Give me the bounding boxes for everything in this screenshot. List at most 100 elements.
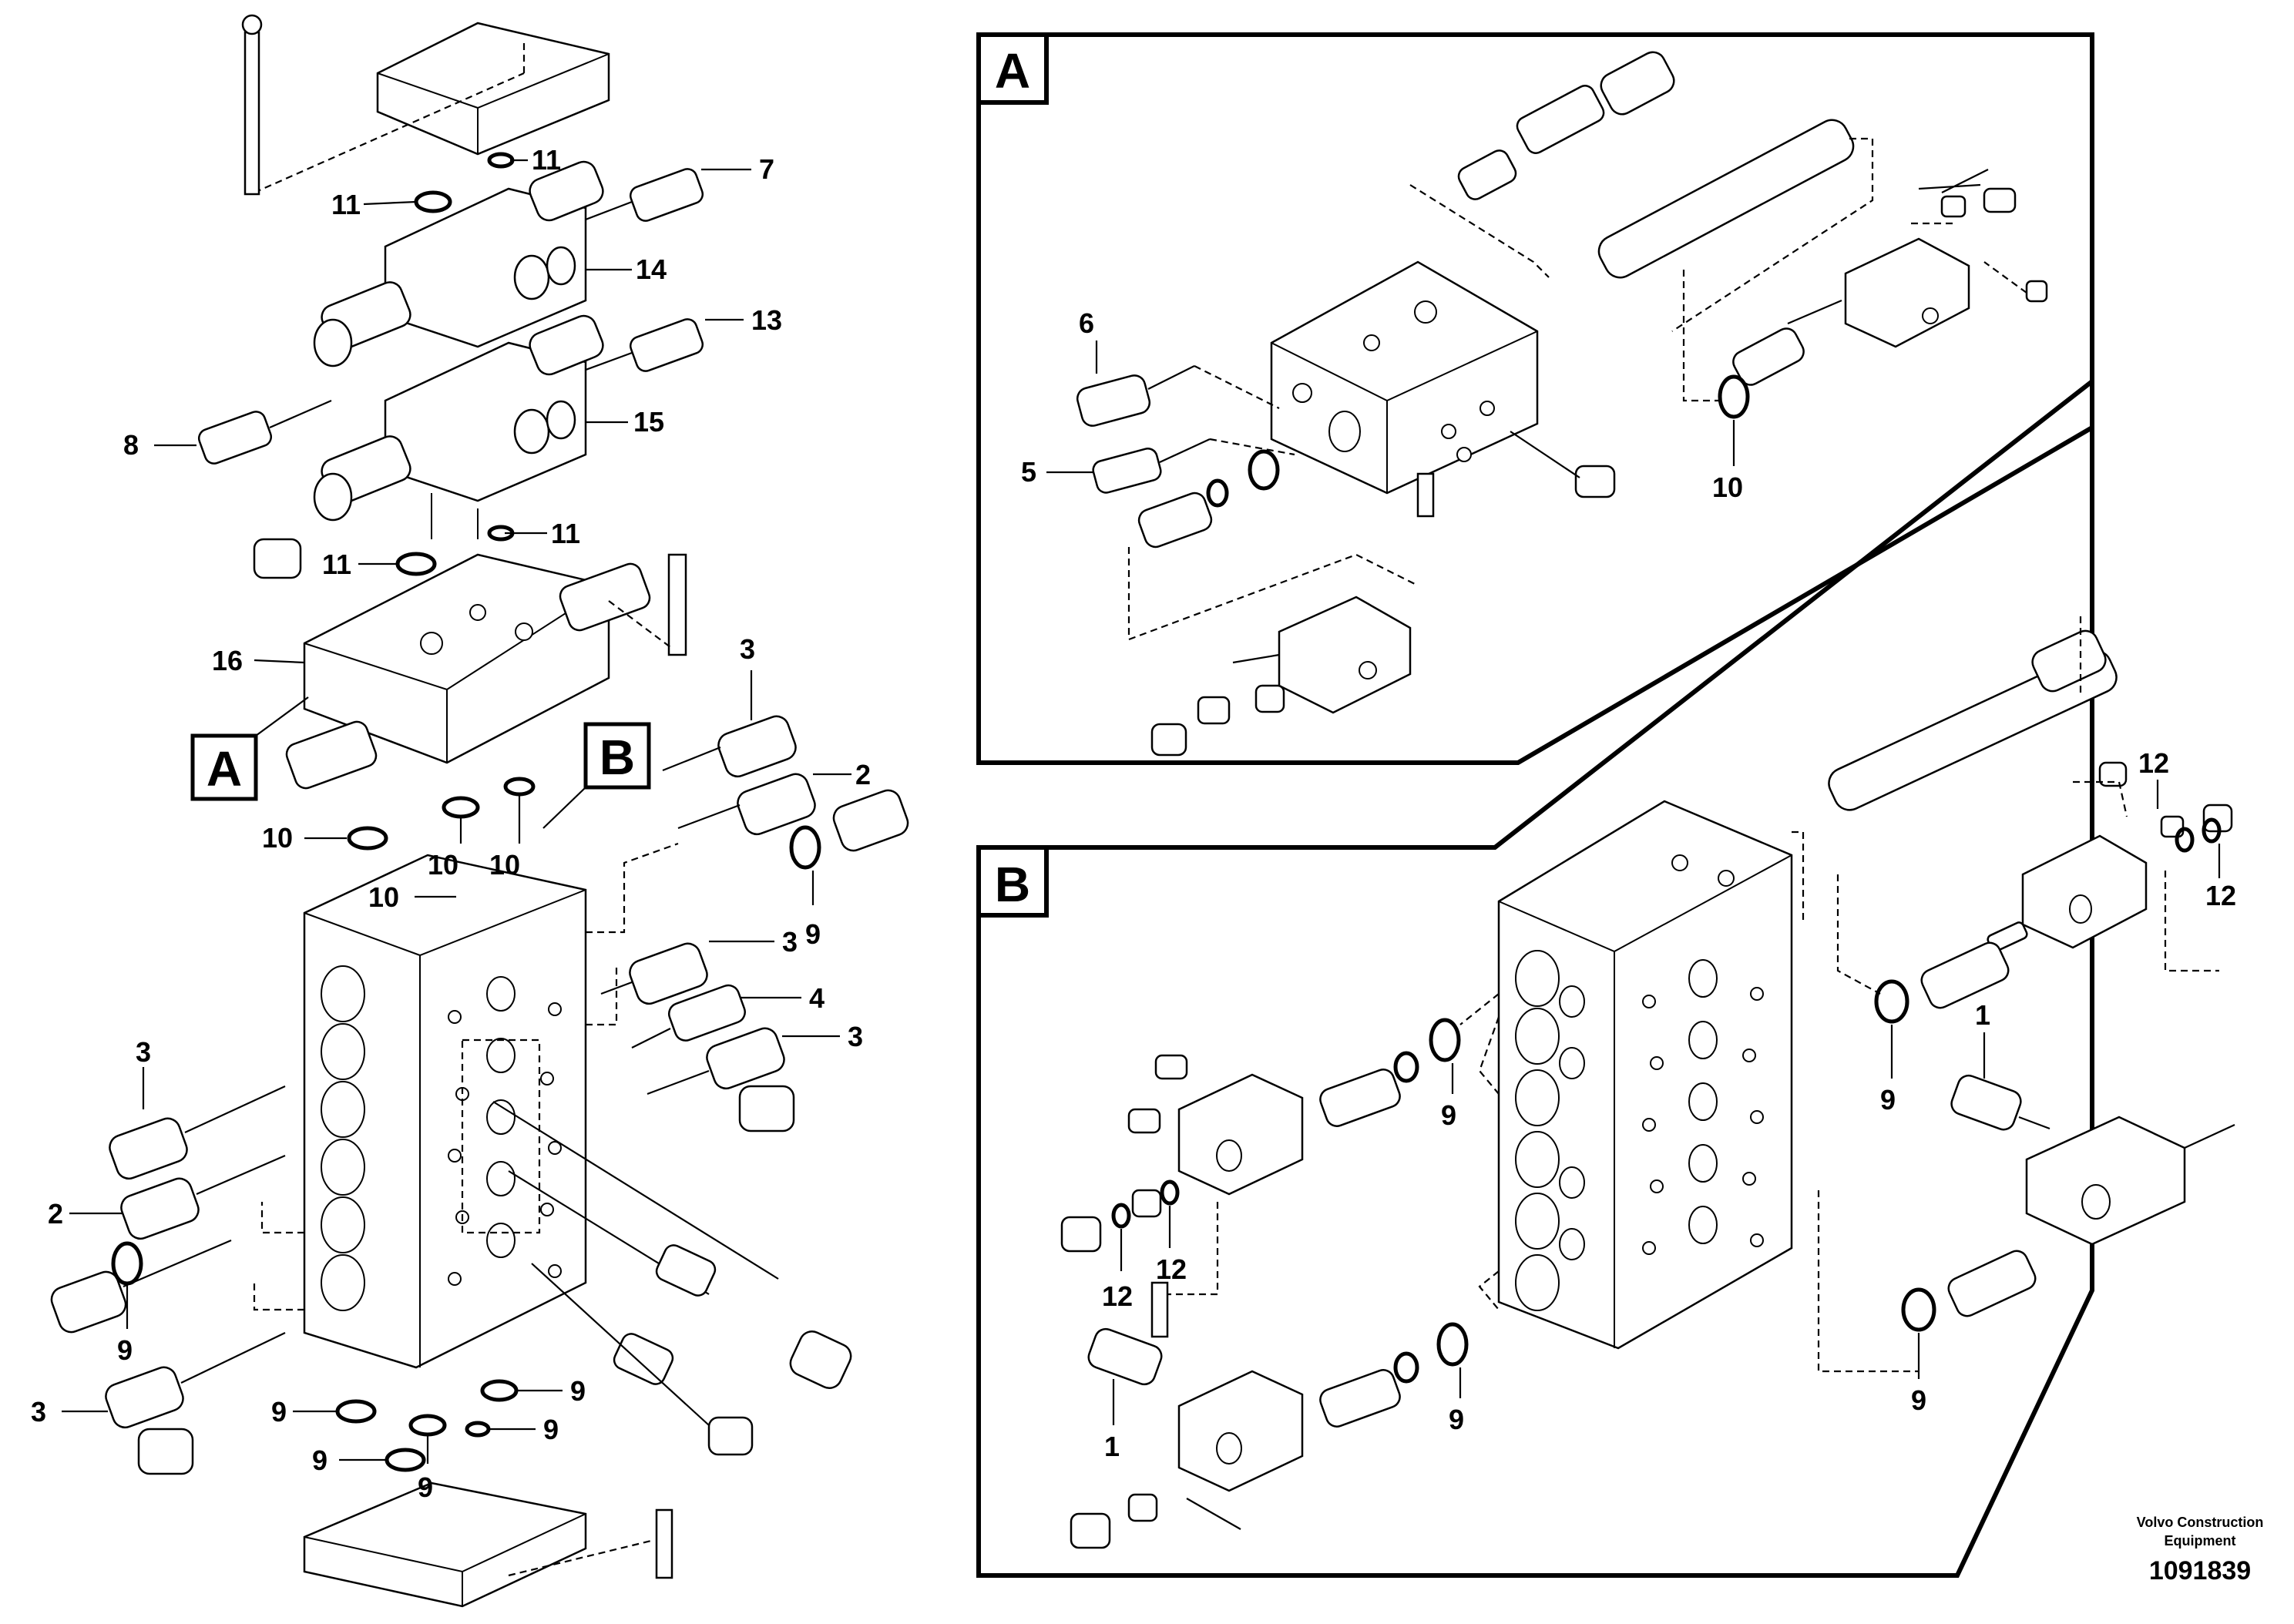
bolt [1416,472,1435,518]
svg-text:9: 9 [543,1414,559,1445]
bolt [1150,1281,1169,1338]
svg-text:9: 9 [312,1444,327,1476]
cartridge-6 [1076,365,1280,427]
svg-text:8: 8 [123,429,139,461]
spool-cap [789,1330,852,1389]
o-ring [395,552,437,576]
o-ring [2175,827,2195,853]
panel-a-frame [976,32,2094,765]
svg-text:1: 1 [1975,999,1990,1031]
o-ring [1160,1179,1180,1206]
spring-cap-b2 [1177,1073,1304,1196]
o-ring [503,777,536,797]
end-plug [1060,1216,1102,1253]
svg-text:12: 12 [1156,1253,1187,1285]
svg-text:12: 12 [1102,1280,1133,1312]
svg-text:9: 9 [1911,1384,1926,1416]
bolt [667,553,687,656]
panel-marker-a: A [190,696,309,801]
svg-text:3: 3 [782,926,798,958]
svg-text:9: 9 [805,918,821,950]
svg-text:A: A [995,43,1030,99]
svg-text:9: 9 [271,1396,287,1428]
svg-text:9: 9 [570,1375,586,1407]
svg-text:12: 12 [2138,747,2169,779]
svg-text:16: 16 [212,645,243,676]
svg-text:3: 3 [848,1021,863,1052]
svg-text:B: B [995,857,1030,912]
spring-b3 [1319,1069,1401,1127]
svg-text:10: 10 [428,849,458,881]
svg-text:11: 11 [322,549,351,580]
o-ring [347,826,388,851]
svg-text:15: 15 [633,406,664,438]
o-ring [1429,1018,1461,1062]
o-ring [1436,1322,1469,1367]
block-b-ports [1515,854,1764,1311]
spring-cap-b1 [2021,834,2148,949]
plug-cartridge-8 [197,399,332,465]
svg-text:3: 3 [136,1036,151,1068]
end-plug [738,1085,795,1132]
relief-cartridge-3-top-right [662,715,797,778]
svg-text:1: 1 [1104,1431,1120,1462]
caption-block: Volvo Construction Equipment 1091839 [2137,1515,2264,1585]
o-ring [1393,1051,1419,1083]
spring-b4 [1319,1369,1401,1428]
svg-text:9: 9 [1441,1099,1456,1131]
o-ring [1111,1203,1131,1229]
left-callouts: 11 11 7 14 13 8 15 11 11 16 3 2 9 [31,144,871,1503]
solenoid-body-b [2025,1116,2186,1246]
o-ring [1874,979,1909,1024]
svg-text:10: 10 [1712,471,1743,503]
spring-cap-b3 [1177,1370,1304,1492]
relief-cartridge-2-left [120,1154,286,1240]
svg-text:B: B [600,730,635,785]
spring-cap-left [50,1239,232,1334]
end-plug [253,538,302,579]
spring-a [1516,85,1605,154]
top-cover-plate [376,22,610,156]
panel-marker-b: B [542,722,651,829]
pressure-sensor-4 [631,984,746,1049]
document-number: 1091839 [2149,1556,2251,1585]
o-ring [1901,1287,1936,1332]
panel-b-frame [976,376,2094,1578]
svg-text:14: 14 [636,253,667,285]
o-ring [487,152,515,169]
spring-cap-a [1844,237,1970,348]
svg-text:6: 6 [1079,307,1094,339]
spool-cap [613,1333,674,1385]
long-bolt [244,31,260,196]
spool-rod [492,1101,779,1280]
spring-a2 [1732,327,1805,386]
svg-text:2: 2 [48,1198,63,1230]
end-plug [1574,465,1616,498]
relief-cartridge-3-upper-left [109,1085,286,1180]
o-ring [789,825,821,870]
detail-panel-a: A [976,32,2094,765]
relief-cartridge-3-mid-right [600,942,708,1005]
svg-text:7: 7 [759,153,774,185]
svg-text:9: 9 [1880,1084,1896,1116]
main-block-b [1497,800,1793,1350]
svg-text:10: 10 [262,822,293,854]
o-ring [408,1414,447,1437]
o-ring [111,1241,143,1286]
solenoid-1-lower [1087,1327,1163,1386]
svg-text:9: 9 [418,1471,433,1503]
spring-b1 [1920,941,2010,1009]
relief-cartridge-3-lower-right [647,1027,785,1096]
solenoid-cartridge-7 [585,168,704,222]
section-block-a [1270,260,1539,495]
svg-text:11: 11 [551,518,580,549]
end-plug [1070,1512,1111,1549]
svg-text:3: 3 [31,1396,46,1428]
o-ring [1718,374,1750,419]
block-ports [321,965,562,1311]
spring-cap-a2 [1278,596,1412,714]
bottom-plate [303,1481,587,1608]
svg-text:3: 3 [740,633,755,665]
